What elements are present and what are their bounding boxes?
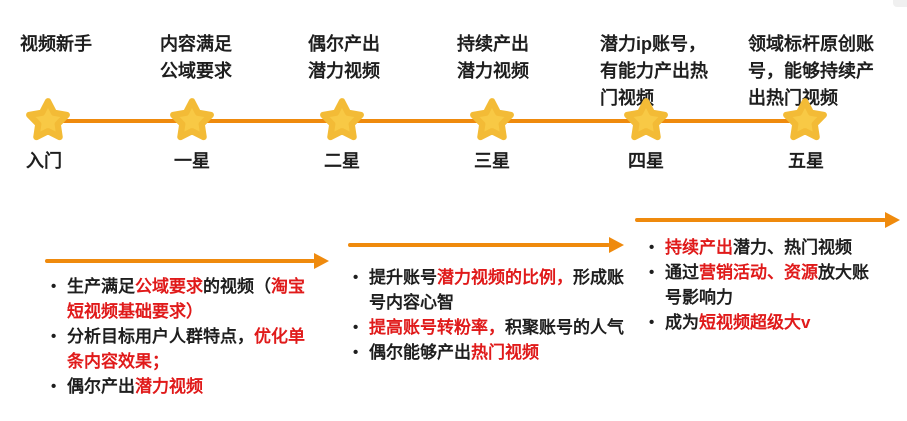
text-segment: 提高账号转粉率，: [369, 318, 505, 337]
list-item: 提升账号潜力视频的比例，形成账 号内容心智: [352, 265, 672, 315]
list-item: 提高账号转粉率，积聚账号的人气: [352, 315, 672, 340]
list-item: 生产满足公域要求的视频（淘宝 短视频基础要求）: [50, 274, 370, 324]
star-glyph: [470, 98, 514, 141]
text-segment: 放大账 号影响力: [665, 263, 869, 307]
star-icon: [621, 96, 671, 146]
star-icon: [23, 96, 73, 146]
text-segment: 的视频（: [203, 277, 271, 296]
phase-block: 持续产出潜力、热门视频通过营销活动、资源放大账 号影响力成为短视频超级大v: [635, 212, 907, 335]
star-icon: [467, 96, 517, 146]
timeline-line: [46, 119, 808, 123]
text-segment: 分析目标用户人群特点，: [67, 327, 254, 346]
text-segment: 热门视频: [471, 343, 539, 362]
phase-arrow-icon: [635, 212, 900, 228]
text-segment: 积聚账号的人气: [505, 318, 624, 337]
stage-label: 三星: [474, 151, 510, 171]
list-item: 成为短视频超级大v: [648, 310, 907, 335]
stage-title: 偶尔产出 潜力视频: [308, 34, 380, 81]
list-item: 通过营销活动、资源放大账 号影响力: [648, 260, 907, 310]
bullet-list: 提升账号潜力视频的比例，形成账 号内容心智提高账号转粉率，积聚账号的人气偶尔能够…: [352, 265, 672, 365]
text-segment: 形成账 号内容心智: [369, 268, 624, 312]
text-segment: 提升账号: [369, 268, 437, 287]
list-item: 偶尔产出潜力视频: [50, 374, 370, 399]
list-item: 偶尔能够产出热门视频: [352, 340, 672, 365]
bullet-list: 持续产出潜力、热门视频通过营销活动、资源放大账 号影响力成为短视频超级大v: [648, 235, 907, 335]
stage-title: 持续产出 潜力视频: [457, 34, 529, 81]
stage-title: 领域标杆原创账 号，能够持续产 出热门视频: [748, 34, 874, 108]
phase-arrow-icon: [348, 237, 624, 253]
text-segment: 潜力视频的比例，: [437, 268, 573, 287]
star-icon: [317, 96, 367, 146]
text-segment: 偶尔产出: [67, 377, 135, 396]
star-glyph: [624, 98, 668, 141]
star-icon: [780, 96, 830, 146]
text-segment: 淘宝 短视频基础要求）: [67, 277, 305, 321]
stage-label: 入门: [26, 151, 62, 171]
star-icon: [167, 96, 217, 146]
bullet-list: 生产满足公域要求的视频（淘宝 短视频基础要求）分析目标用户人群特点，优化单 条内…: [50, 274, 370, 399]
star-glyph: [170, 98, 214, 141]
text-segment: 潜力视频: [135, 377, 203, 396]
list-item: 持续产出潜力、热门视频: [648, 235, 907, 260]
stage-label: 四星: [628, 151, 664, 171]
stage-label: 二星: [324, 151, 360, 171]
text-segment: 短视频超级大v: [699, 313, 811, 332]
stage-title: 内容满足 公域要求: [160, 34, 232, 81]
corner-artifact: [893, 0, 907, 7]
text-segment: 持续产出: [665, 238, 733, 257]
text-segment: 生产满足: [67, 277, 135, 296]
text-segment: 成为: [665, 313, 699, 332]
text-segment: 偶尔能够产出: [369, 343, 471, 362]
text-segment: 通过: [665, 263, 699, 282]
star-glyph: [320, 98, 364, 141]
phase-block: 提升账号潜力视频的比例，形成账 号内容心智提高账号转粉率，积聚账号的人气偶尔能够…: [348, 237, 672, 365]
text-segment: 公域要求: [135, 277, 203, 296]
phase-block: 生产满足公域要求的视频（淘宝 短视频基础要求）分析目标用户人群特点，优化单 条内…: [45, 253, 370, 399]
star-glyph: [783, 98, 827, 141]
stage-title: 潜力ip账号， 有能力产出热 门视频: [600, 34, 708, 108]
text-segment: 优化单 条内容效果；: [67, 327, 305, 371]
text-segment: 营销活动、资源: [699, 263, 818, 282]
star-glyph: [26, 98, 70, 141]
phase-arrow-icon: [45, 253, 329, 269]
stage-title: 视频新手: [20, 34, 92, 54]
stage-label: 一星: [174, 151, 210, 171]
list-item: 分析目标用户人群特点，优化单 条内容效果；: [50, 324, 370, 374]
text-segment: 潜力、热门视频: [733, 238, 852, 257]
stage-label: 五星: [788, 151, 824, 171]
